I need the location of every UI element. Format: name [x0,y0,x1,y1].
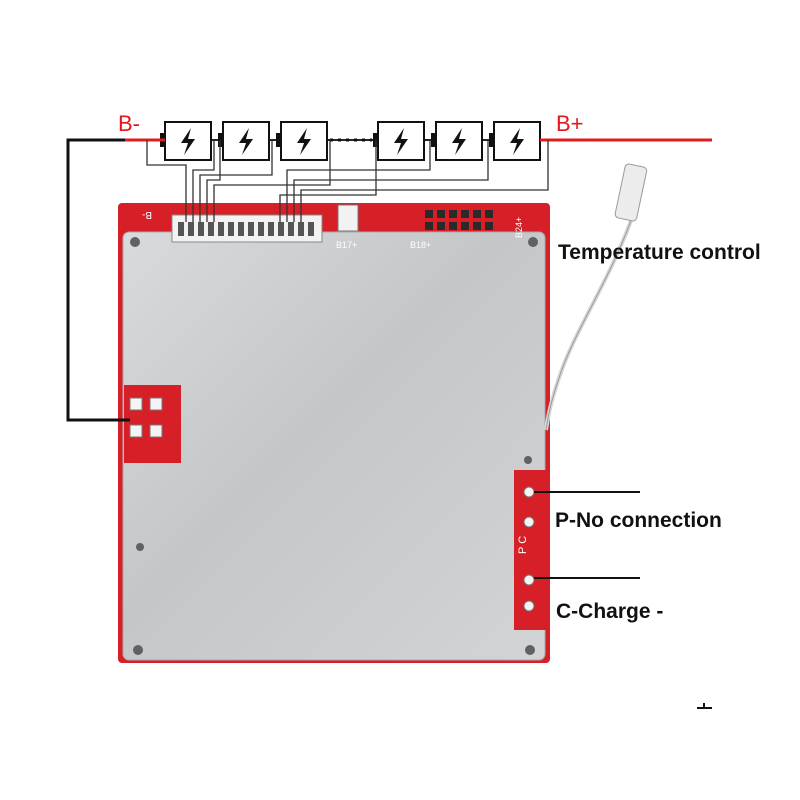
b-minus-pads [129,397,163,438]
battery-cell [276,121,328,161]
battery-cell [373,121,425,161]
lightning-bolt-icon [297,128,311,155]
pcb-b18-mark: B18+ [410,240,431,250]
b-minus-label: B- [118,111,140,136]
lightning-bolt-icon [510,128,524,155]
heatsink-plate [122,231,546,661]
lightning-bolt-icon [239,128,253,155]
temperature-probe [544,163,648,431]
b-minus-pad-strip [124,385,181,463]
upper-balance-pads [425,210,493,230]
lightning-bolt-icon [181,128,195,155]
p-terminal-label: P-No connection [555,509,722,532]
screw-holes [130,237,538,655]
lightning-bolt-icon [394,128,408,155]
connector-pins [178,222,314,236]
lightning-bolt-icon [452,128,466,155]
temperature-control-label: Temperature control [558,241,761,264]
b-minus-wire-black [66,138,130,422]
balance-wires [146,140,549,222]
battery-cell [218,121,270,161]
c-terminal-label: C-Charge - [556,600,664,623]
battery-cell [160,121,212,161]
battery-cell [431,121,483,161]
pcb-b17-mark: B17+ [336,240,357,250]
pcb-b24-mark: B24+ [514,217,524,238]
mid-connector [337,204,359,232]
b-plus-label: B+ [556,111,584,136]
pc-pads [523,486,535,612]
pcb-b-minus-mark: B- [142,209,152,220]
balance-connector [171,214,323,243]
pcb-pc-mark: P C [517,536,529,554]
battery-cell [489,121,541,161]
